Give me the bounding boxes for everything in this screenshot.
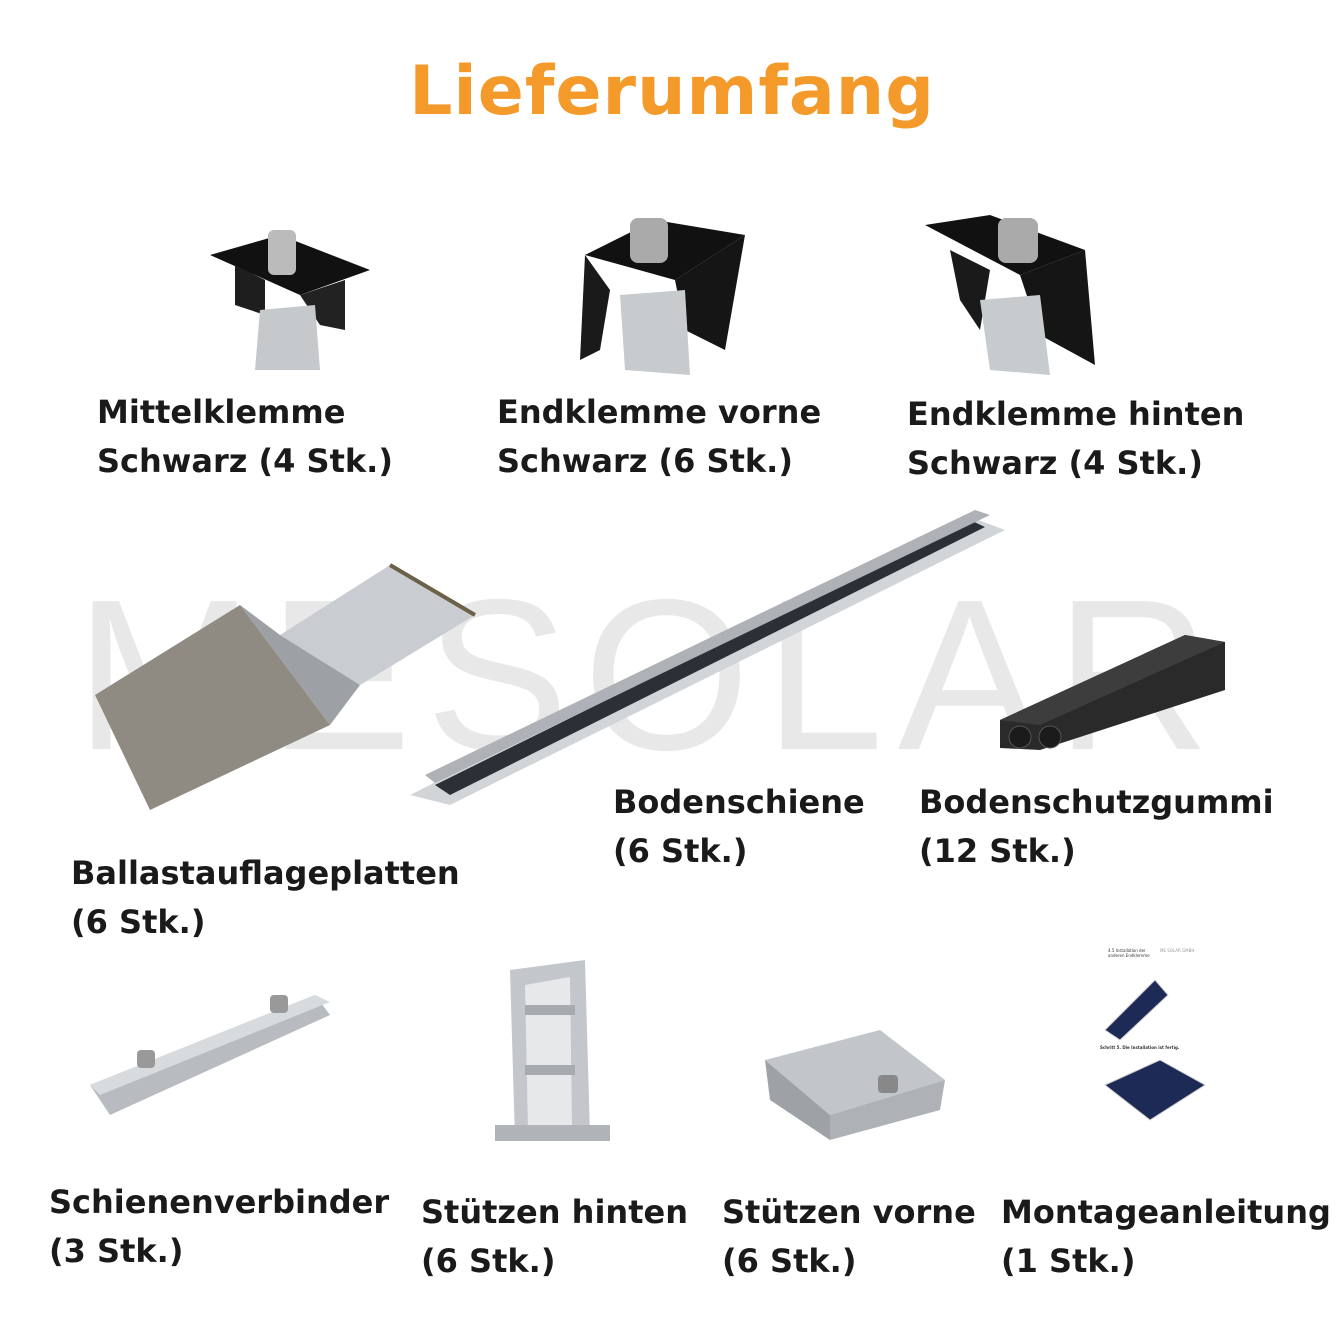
item-quantity: (6 Stk.) — [71, 903, 206, 941]
item-name: Endklemme vorne — [497, 393, 822, 431]
item-quantity: (6 Stk.) — [421, 1242, 556, 1280]
item-quantity: (6 Stk.) — [722, 1242, 857, 1280]
schienenverbinder-image — [90, 995, 330, 1115]
item-name: Ballastauflageplatten — [71, 854, 460, 892]
item-stuetzen-hinten: Stützen hinten (6 Stk.) — [421, 1188, 688, 1286]
item-name: Bodenschiene — [613, 783, 865, 821]
item-bodenschutzgummi: Bodenschutzgummi (12 Stk.) — [919, 778, 1274, 876]
item-name: Stützen hinten — [421, 1193, 688, 1231]
item-quantity: Schwarz (6 Stk.) — [497, 442, 793, 480]
item-name: Stützen vorne — [722, 1193, 976, 1231]
bodenschiene-image — [410, 510, 1005, 805]
item-name: Endklemme hinten — [907, 395, 1245, 433]
item-bodenschiene: Bodenschiene (6 Stk.) — [613, 778, 865, 876]
item-quantity: (12 Stk.) — [919, 832, 1076, 870]
item-quantity: (6 Stk.) — [613, 832, 748, 870]
item-quantity: Schwarz (4 Stk.) — [907, 444, 1203, 482]
stuetzen-vorne-image — [765, 1030, 945, 1140]
item-name: Mittelklemme — [97, 393, 346, 431]
item-quantity: Schwarz (4 Stk.) — [97, 442, 393, 480]
item-quantity: (1 Stk.) — [1001, 1242, 1136, 1280]
item-stuetzen-vorne: Stützen vorne (6 Stk.) — [722, 1188, 976, 1286]
endklemme-vorne-image — [580, 218, 745, 375]
endklemme-hinten-image — [925, 215, 1095, 375]
item-name: Montageanleitung — [1001, 1193, 1331, 1231]
manual-step: Schritt 5. Die Installation ist fertig. — [1100, 1045, 1180, 1050]
item-montageanleitung: Montageanleitung (1 Stk.) — [1001, 1188, 1331, 1286]
montageanleitung-image: 4.5 Installation der anderen Endklemme M… — [1098, 945, 1210, 1165]
page-title: Lieferumfang — [409, 52, 935, 131]
item-quantity: (3 Stk.) — [49, 1232, 184, 1270]
bodenschutzgummi-image — [1000, 635, 1225, 750]
manual-section: 4.5 Installation der anderen Endklemme — [1108, 948, 1150, 958]
stuetzen-hinten-image — [495, 960, 610, 1141]
manual-brand: ME SOLAR GMBH — [1160, 948, 1195, 953]
item-name: Schienenverbinder — [49, 1183, 390, 1221]
item-name: Bodenschutzgummi — [919, 783, 1274, 821]
mittelklemme-image — [210, 230, 370, 370]
item-ballastauflageplatten: Ballastauflageplatten (6 Stk.) — [71, 849, 460, 947]
item-schienenverbinder: Schienenverbinder (3 Stk.) — [49, 1178, 389, 1276]
ballastauflageplatte-image — [95, 563, 477, 810]
